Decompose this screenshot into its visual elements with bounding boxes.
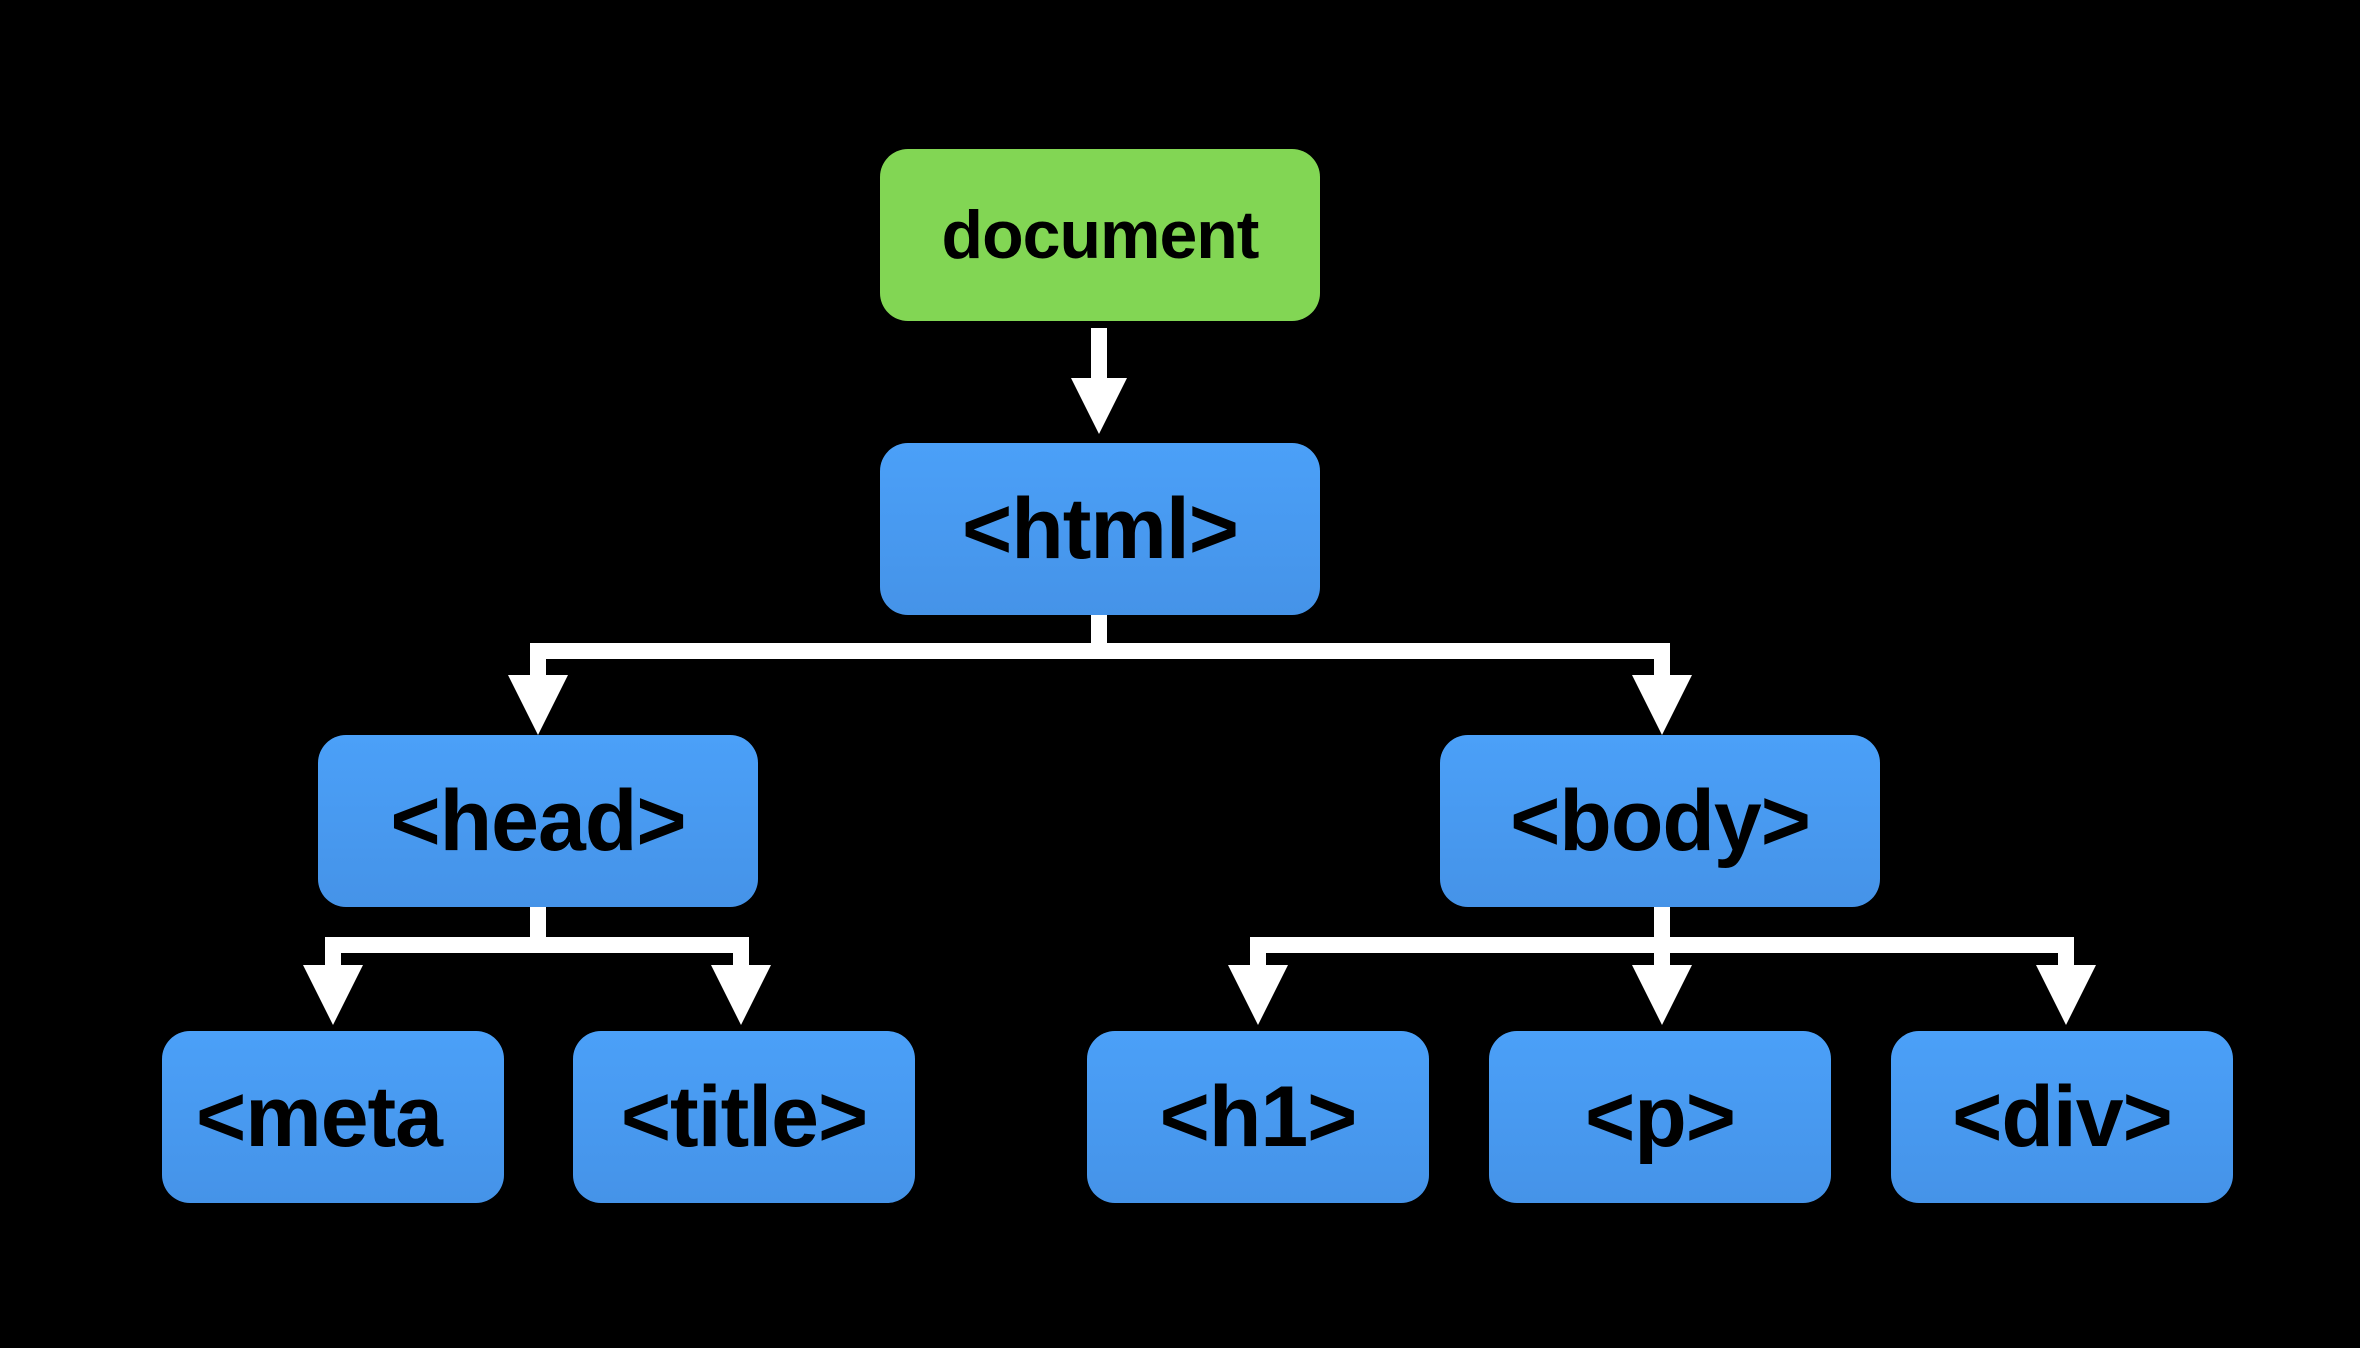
node-body: <body> [1440, 735, 1880, 907]
arrowhead-body [1632, 675, 1692, 735]
arrowhead-html [1071, 378, 1127, 434]
connector-body-bar [1250, 937, 2074, 953]
connector-head-bar [325, 937, 749, 953]
connector-div-drop [2058, 937, 2074, 971]
arrowhead-head [508, 675, 568, 735]
connector-html-stem [1091, 615, 1107, 651]
node-div: <div> [1891, 1031, 2233, 1203]
connector-head-stem [530, 907, 546, 945]
node-title: <title> [573, 1031, 915, 1203]
connector-head-drop [530, 643, 546, 683]
node-head: <head> [318, 735, 758, 907]
arrowhead-meta [303, 965, 363, 1025]
connector-meta-drop [325, 937, 341, 971]
arrowhead-p [1632, 965, 1692, 1025]
node-p: <p> [1489, 1031, 1831, 1203]
node-meta: <meta [162, 1031, 504, 1203]
arrowhead-h1 [1228, 965, 1288, 1025]
connector-title-drop [733, 937, 749, 971]
node-h1: <h1> [1087, 1031, 1429, 1203]
connector-document-html [1091, 328, 1107, 388]
node-html: <html> [880, 443, 1320, 615]
node-document: document [880, 149, 1320, 321]
arrowhead-title [711, 965, 771, 1025]
connector-html-bar [530, 643, 1670, 659]
connector-body-drop [1654, 643, 1670, 683]
arrowhead-div [2036, 965, 2096, 1025]
connector-h1-drop [1250, 937, 1266, 971]
